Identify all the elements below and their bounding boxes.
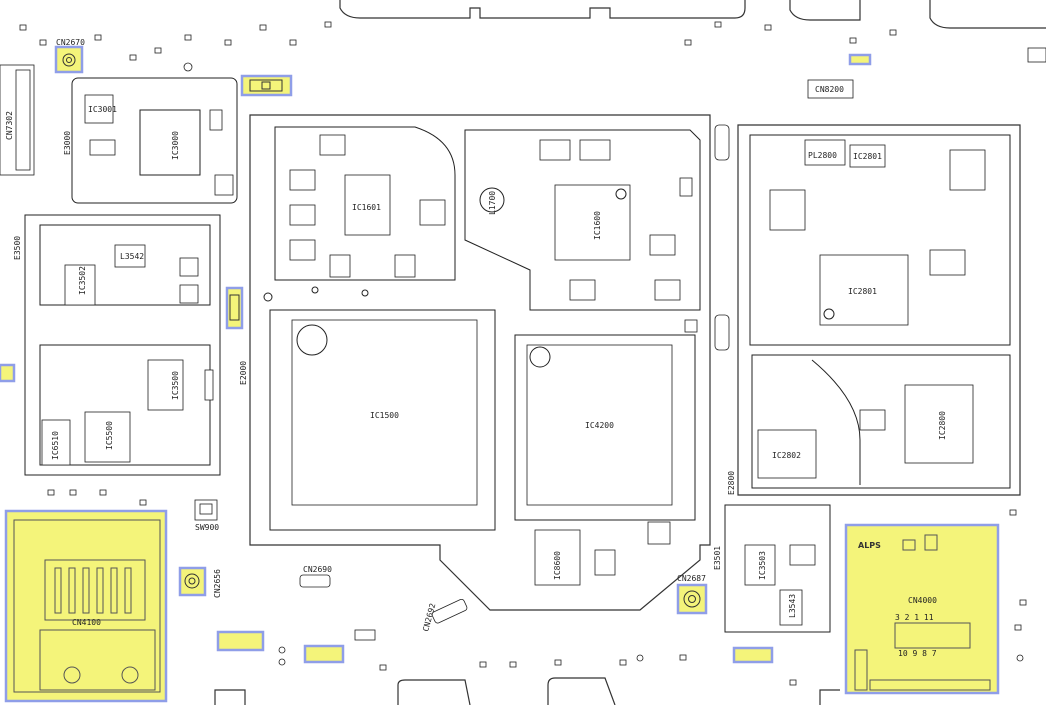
sw900-switch: SW900 bbox=[194, 499, 219, 532]
alps-label: ALPS bbox=[858, 541, 881, 550]
ic3500-block: IC3502 L3542 E3500 IC3500 IC6510 IC5500 bbox=[13, 214, 221, 476]
l3543-label: L3543 bbox=[788, 594, 797, 618]
cn2692-connector: CN2692 bbox=[421, 598, 468, 633]
ic2800-label: IC2800 bbox=[938, 411, 947, 440]
cn7302-connector: CN7302 bbox=[0, 64, 35, 176]
ic3000-label: IC3000 bbox=[171, 131, 180, 160]
e3000-label: E3000 bbox=[63, 131, 72, 155]
e3000b-part bbox=[714, 124, 730, 351]
cn8200-connector: CN8200 bbox=[807, 79, 854, 99]
cn4100-card-slot[interactable]: CN4100 bbox=[4, 509, 168, 703]
cn7302-label: CN7302 bbox=[5, 111, 14, 140]
ic3001-label: IC3001 bbox=[88, 105, 117, 114]
e2000-connector[interactable]: E2000 bbox=[225, 286, 248, 385]
cn2687-label: CN2687 bbox=[677, 574, 706, 583]
l1700-label: L1700 bbox=[488, 191, 497, 215]
ic1500-label: IC1500 bbox=[370, 411, 399, 420]
ic6510-label: IC6510 bbox=[51, 431, 60, 460]
ic1601-label: IC1601 bbox=[352, 203, 381, 212]
cn2656-label: CN2656 bbox=[213, 569, 222, 598]
small-connector-top-right[interactable] bbox=[848, 53, 872, 66]
cn4000-label: CN4000 bbox=[908, 596, 937, 605]
ic3502-label: IC3502 bbox=[78, 266, 87, 295]
ic1600-label: IC1600 bbox=[593, 211, 602, 240]
small-connector-top[interactable] bbox=[240, 74, 293, 97]
cn2656-connector[interactable]: CN2656 bbox=[178, 566, 222, 598]
ic3500-label: IC3500 bbox=[171, 371, 180, 400]
ic3503-block: IC3503 L3543 E3501 bbox=[713, 504, 831, 633]
cn2690-connector: CN2690 bbox=[299, 565, 332, 588]
l3542-label: L3542 bbox=[120, 252, 144, 261]
cn2670-label: CN2670 bbox=[56, 38, 85, 47]
ic3503-label: IC3503 bbox=[758, 551, 767, 580]
small-connector-bottom-2[interactable] bbox=[303, 644, 345, 664]
cn4000-card-slot[interactable]: ALPS CN4000 3 2 1 11 10 9 8 7 bbox=[844, 523, 1000, 695]
cn4100-label: CN4100 bbox=[72, 618, 101, 627]
board-top-edge bbox=[339, 0, 1046, 63]
ic8600-label: IC8600 bbox=[553, 551, 562, 580]
cn2687-connector[interactable]: CN2687 bbox=[676, 574, 708, 615]
ic2802-label: IC2802 bbox=[772, 451, 801, 460]
ic2801b-label: IC2801 bbox=[853, 152, 882, 161]
right-shield: IC2801 PL2800 IC2801 IC2800 IC2802 E2800 bbox=[727, 124, 1021, 496]
e3501-label: E3501 bbox=[713, 546, 722, 570]
passive-components bbox=[19, 21, 1027, 686]
e2800-label: E2800 bbox=[727, 471, 736, 495]
pins-top-label: 3 2 1 11 bbox=[895, 613, 934, 622]
cn2670-connector[interactable]: CN2670 bbox=[54, 38, 85, 74]
e3500-label: E3500 bbox=[13, 236, 22, 260]
ic3000-shield: IC3001 IC3000 E3000 bbox=[63, 77, 238, 204]
cn8200-label: CN8200 bbox=[815, 85, 844, 94]
cn2690-label: CN2690 bbox=[303, 565, 332, 574]
central-shield: IC1601 L1700 IC1600 IC1500 IC4200 IC8600 bbox=[249, 114, 711, 611]
small-connector-bottom-3[interactable] bbox=[732, 646, 774, 664]
ic5500-label: IC5500 bbox=[105, 421, 114, 450]
board-bottom-edge bbox=[214, 677, 840, 705]
edge-connector-left[interactable] bbox=[0, 363, 16, 383]
ic4200-label: IC4200 bbox=[585, 421, 614, 430]
pl2800-label: PL2800 bbox=[808, 151, 837, 160]
pins-bottom-label: 10 9 8 7 bbox=[898, 649, 937, 658]
sw900-label: SW900 bbox=[195, 523, 219, 532]
e2000-label: E2000 bbox=[239, 361, 248, 385]
ic2801-label: IC2801 bbox=[848, 287, 877, 296]
small-connector-bottom-1[interactable] bbox=[216, 630, 265, 652]
